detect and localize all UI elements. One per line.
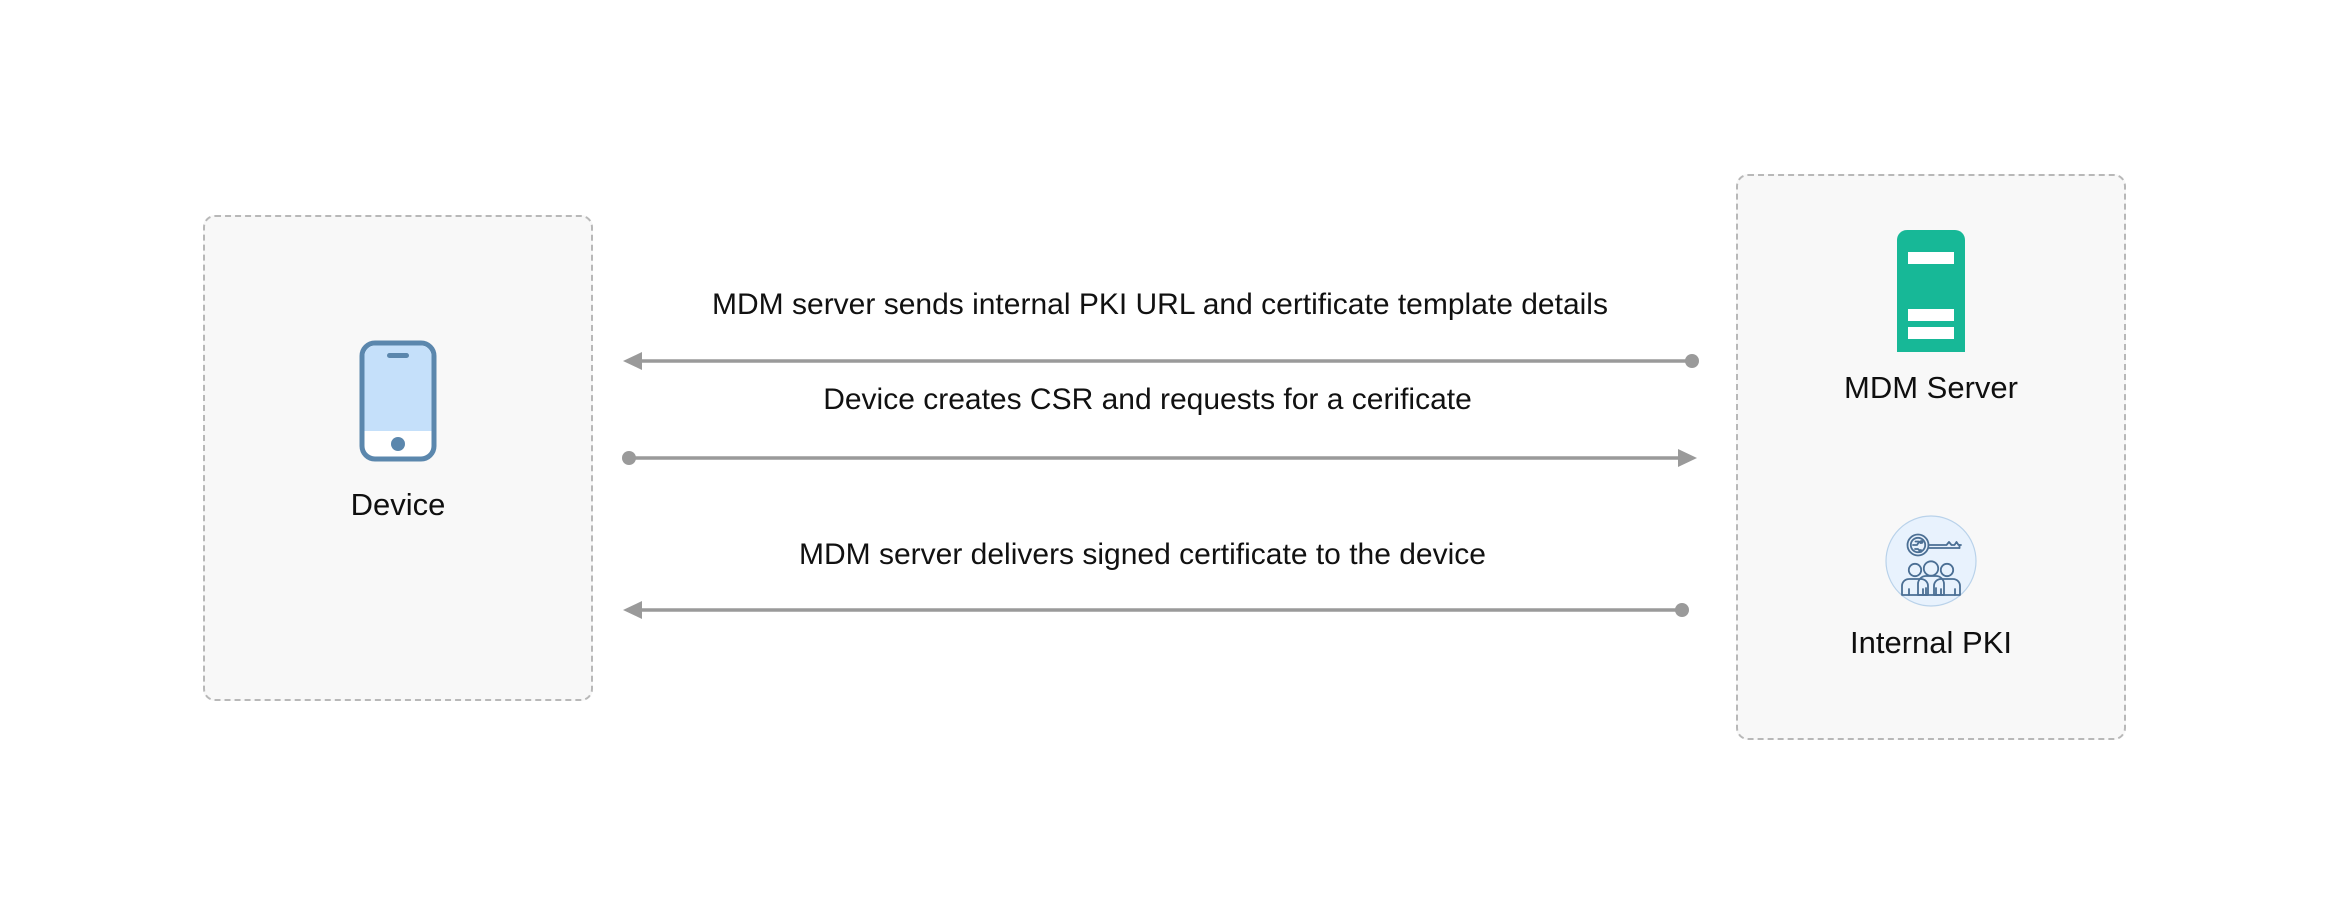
message-csr: Device creates CSR and requests for a ce… — [620, 385, 1710, 475]
server-icon — [1897, 230, 1965, 357]
message-csr-label: Device creates CSR and requests for a ce… — [823, 383, 1472, 416]
arrow-left-icon — [623, 352, 1699, 370]
node-mdm-server-label: MDM Server — [1844, 370, 2018, 405]
node-device-label: Device — [350, 487, 446, 522]
message-pki-url: MDM server sends internal PKI URL and ce… — [620, 290, 1710, 380]
message-pki-url-label: MDM server sends internal PKI URL and ce… — [712, 288, 1608, 321]
smartphone-icon — [359, 340, 437, 467]
message-signed-cert-label: MDM server delivers signed certificate t… — [799, 538, 1486, 571]
node-mdm-server[interactable]: MDM Server — [1736, 230, 2126, 405]
node-internal-pki[interactable]: Internal PKI — [1736, 515, 2126, 660]
arrow-left-icon — [623, 601, 1689, 619]
pki-key-people-icon — [1885, 515, 1977, 612]
node-internal-pki-label: Internal PKI — [1850, 625, 2012, 660]
message-signed-cert: MDM server delivers signed certificate t… — [620, 540, 1710, 630]
node-device[interactable]: Device — [203, 340, 593, 522]
arrow-right-icon — [622, 449, 1697, 467]
